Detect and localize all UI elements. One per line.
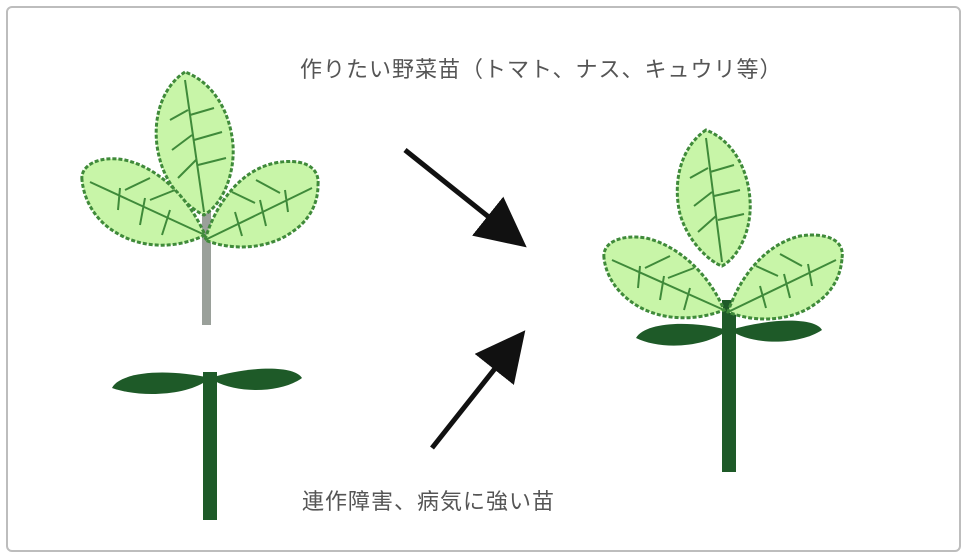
- rootstock-left-cotyledon: [112, 372, 210, 394]
- rootstock-stem: [203, 372, 217, 520]
- grafted-right-cotyledon: [730, 320, 822, 342]
- rootstock-description-label: 連作障害、病気に強い苗: [302, 490, 556, 515]
- grafted-right-leaf-veins: [727, 253, 837, 313]
- seedling-rootstock-icon: [112, 368, 302, 520]
- grafted-stem: [722, 300, 736, 472]
- scion-top-leaf-veins: [169, 79, 227, 213]
- grafted-seedling-icon: [602, 128, 844, 472]
- grafted-left-cotyledon: [636, 323, 728, 346]
- scion-stem: [202, 200, 211, 325]
- arrow-from-scion: [403, 148, 527, 248]
- scion-seedling-icon: [80, 70, 320, 325]
- grafted-top-leaf-veins: [689, 137, 745, 263]
- rootstock-right-cotyledon: [210, 368, 302, 390]
- scion-left-leaf-veins: [89, 177, 206, 236]
- scion-right-leaf-veins: [204, 179, 313, 241]
- scion-description-label: 作りたい野菜苗（トマト、ナス、キュウリ等）: [300, 58, 783, 83]
- arrow-from-rootstock: [430, 330, 526, 450]
- grafted-left-leaf-veins: [611, 255, 725, 311]
